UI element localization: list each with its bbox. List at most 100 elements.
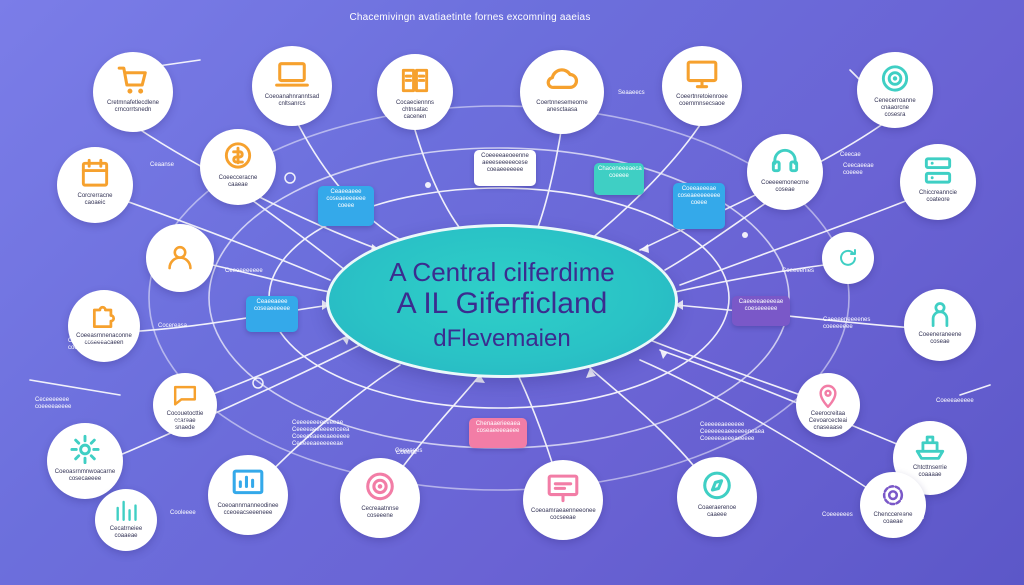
feature-node-label: Chenccereane coaeae — [873, 511, 913, 525]
feature-node: Coaeraerenoe caaeee — [677, 457, 757, 537]
feature-node-label: Cenecerroanne cnaaorcne cosesra — [874, 97, 916, 118]
feature-node-label: Coeecceracne caaeae — [218, 174, 258, 188]
feature-node: Coeecceracne caaeae — [200, 129, 276, 205]
floating-label: Ceeeeeeeeee — [225, 268, 263, 274]
feature-node-label: Coeeneraneene coseae — [918, 332, 962, 346]
feature-tag: Caeeeeaeeeeae coeseeeeee — [732, 296, 790, 326]
floating-label: Ceceeeeeee coeeeeaeeee — [35, 397, 72, 410]
headset-icon — [768, 143, 803, 173]
presentation-icon — [545, 470, 582, 502]
feature-node — [146, 224, 214, 292]
dashboard-icon — [230, 465, 267, 497]
floating-label: Coeeeenies — [782, 268, 815, 274]
settings-icon — [68, 432, 103, 465]
cloud-icon — [543, 60, 582, 94]
compass-icon — [699, 467, 736, 499]
bar-chart-icon — [112, 496, 141, 522]
feature-node: Cretmnafetlecdlene crncorrtsnedn — [93, 52, 173, 132]
feature-node: Cocouetocttie ccaraae snaede — [153, 373, 217, 437]
coin-icon — [221, 138, 256, 169]
feature-tag: Ceaeeaeee coseaeeeeee — [246, 296, 298, 332]
feature-node-label: Coeoannrnanneodinee cceoeacseeeneee — [217, 503, 279, 516]
feature-node: Cecatrneiee coaaeae — [95, 489, 157, 551]
feature-node: Chiccreanncie coateore — [900, 144, 976, 220]
feature-node-label: Cretmnafetlecdlene crncorrtsnedn — [106, 100, 160, 113]
feature-node-label: Coeoanahnranntsad cnltsanrcs — [264, 94, 320, 107]
floating-label: Coeees — [396, 450, 417, 456]
feature-node: Coeeasrnnenaconne coseeeacaeen — [68, 290, 140, 362]
feature-node-label: Cocouetocttie ccaraae snaede — [166, 411, 204, 432]
feature-node-label: Coeeasrnnenaconne coseeeacaeen — [76, 333, 132, 347]
ship-icon — [913, 430, 947, 460]
floating-label: Caeeeeneeeenes coeeeeeee — [823, 317, 871, 330]
feature-node-label: Coeoasrnmnwoacarne cosecaeeee — [54, 468, 116, 482]
gear-icon — [878, 480, 908, 506]
shopping-cart-icon — [115, 62, 152, 94]
feature-node-label: Coeoamraeaenneeonee cocseeae — [531, 508, 596, 521]
floating-label: Ceecae — [840, 152, 861, 158]
feature-node-label: Ceerocreitaa Cevoarcecteai cnaseaase — [808, 411, 848, 432]
floating-label: Seaaeecs — [618, 90, 645, 96]
feature-node: Coertnnesemeorne anesctaasa — [520, 50, 604, 134]
feature-tag: Ceaeeaeee coseaeeeeeee coeee — [318, 186, 374, 226]
calendar-icon — [78, 156, 113, 187]
feature-node-label: Coeeeemonecrne coseae — [761, 179, 809, 193]
feature-node-label: Chiccreanncie coateore — [918, 189, 957, 203]
feature-node: Ceerocreitaa Cevoarcecteai cnaseaase — [796, 373, 860, 437]
feature-node — [822, 232, 874, 284]
central-hub: A Central cilferdime A IL Giferficland d… — [326, 224, 678, 378]
central-hub-title-line-2: A IL Giferficland — [396, 287, 608, 320]
floating-label: Ceeeeeeaneae coeseeeae — [68, 338, 110, 351]
feature-node-label: Corcrerracne caoaeic — [77, 192, 113, 206]
feature-node-label: Chtcttnserrie coaaaae — [912, 465, 947, 479]
feature-node: Coeeneraneene coseae — [904, 289, 976, 361]
feature-tag: Coeeaeeeae coseaeeeeeeee coeee — [673, 183, 725, 229]
feature-node: Coeertnretoienroee coernmnsecsaoe — [662, 46, 742, 126]
floating-label: Ceeeeeeeeeeeeae Ceeeeaeeeeeenceea Coeeee… — [292, 420, 350, 447]
floating-label: Coeeeaeeeee — [936, 398, 974, 404]
target-icon — [362, 468, 399, 500]
laptop-icon — [274, 56, 311, 88]
target-icon — [878, 61, 913, 92]
feature-node: Cenecerroanne cnaaorcne cosesra — [857, 52, 933, 128]
feature-node: Corcrerracne caoaeic — [57, 147, 133, 223]
central-hub-title-line-3: dFlevemaien — [433, 325, 571, 352]
feature-node: Cocaeciennns chtnsatac cacenen — [377, 54, 453, 130]
floating-label: Cooleeee — [170, 510, 196, 516]
floating-label: Cocereasa — [158, 323, 188, 329]
feature-node: Chenccereane coaeae — [860, 472, 926, 538]
puzzle-icon — [87, 299, 120, 328]
floating-label: Ceeeeees — [395, 448, 423, 454]
feature-node-label: Coertnnesemeorne anesctaasa — [536, 100, 588, 114]
location-pin-icon — [813, 381, 842, 408]
chat-icon — [170, 381, 199, 407]
monitor-icon — [684, 56, 721, 88]
feature-node-label: Coaeraerenoe caaeee — [697, 505, 737, 518]
refresh-icon — [836, 246, 860, 267]
feature-node: Coeoannrnanneodinee cceoeacseeeneee — [208, 455, 288, 535]
server-icon — [921, 153, 956, 184]
book-icon — [398, 63, 433, 93]
feature-node-label: Cecreaatnnse coseeene — [361, 506, 399, 519]
floating-label: Ceaaae — [168, 420, 190, 426]
central-hub-title-line-1: A Central cilferdime — [389, 257, 615, 287]
feature-tag: Chenaaerieeaea coseaeeeeaeee — [469, 418, 527, 448]
floating-label: Ceaanse — [150, 162, 175, 168]
feature-node: Cecreaatnnse coseeene — [340, 458, 420, 538]
feature-tag: Coeeeeaeoeenne aeeeseeeeecese coeaeeeeee… — [474, 150, 536, 186]
feature-node: Coeeeemonecrne coseae — [747, 134, 823, 210]
feature-node: Coeoamraeaenneeonee cocseeae — [523, 460, 603, 540]
feature-node: Coeoanahnranntsad cnltsanrcs — [252, 46, 332, 126]
top-caption: Chacemivingn avatiaetinte fornes excomni… — [349, 12, 591, 23]
feature-node-label: Cecatrneiee coaaeae — [109, 526, 143, 540]
floating-label: Ceecaeeae coeeee — [843, 163, 874, 176]
person-icon — [923, 298, 956, 327]
feature-node-label: Coeertnretoienroee coernmnsecsaoe — [676, 94, 728, 107]
feature-node-label: Cocaeciennns chtnsatac cacenen — [395, 99, 434, 120]
user-icon — [164, 242, 195, 270]
feature-tag: Chaceneeeaeca coeeee — [594, 163, 644, 195]
floating-label: Ceeeaee — [900, 515, 925, 521]
floating-label: Ceeeeeaeeeeee Ceeeeeeaeeeeeeneaea Coeeee… — [700, 422, 765, 442]
feature-node: Coeoasrnmnwoacarne cosecaeeee — [47, 423, 123, 499]
floating-label: Coeeeeees — [822, 512, 853, 518]
